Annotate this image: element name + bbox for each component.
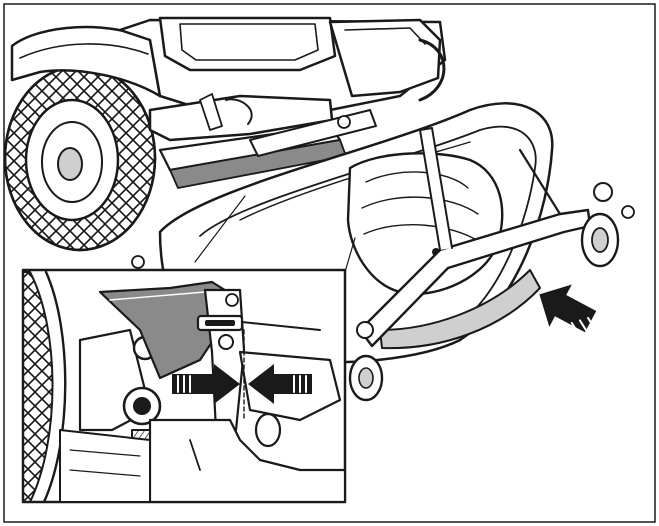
rear-tire xyxy=(3,64,157,252)
opposing-arrows-icon xyxy=(172,364,312,404)
gauge-wheels xyxy=(131,182,635,402)
detail-inset xyxy=(21,268,347,504)
callout-line xyxy=(194,195,246,263)
callout-line xyxy=(344,237,356,273)
arrow-left-icon xyxy=(539,284,598,338)
mower-body xyxy=(10,16,447,189)
